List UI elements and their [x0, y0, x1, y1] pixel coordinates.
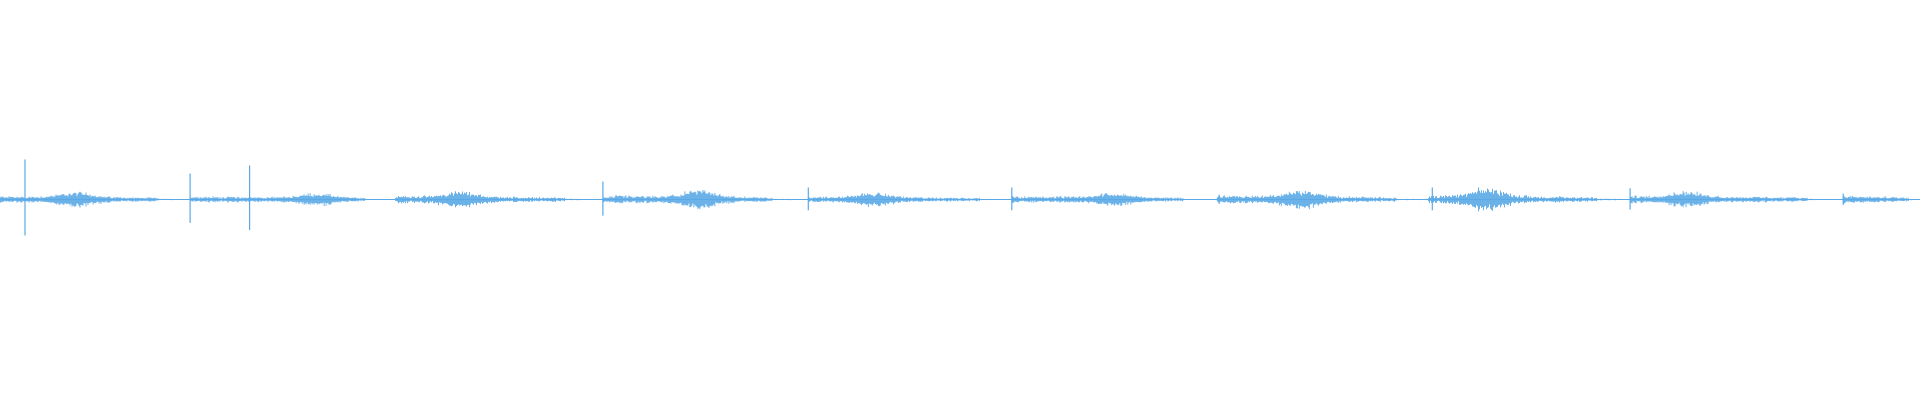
waveform-transients: [24, 159, 1844, 236]
waveform-samples: [0, 187, 1920, 212]
waveform-body: [0, 187, 1920, 212]
